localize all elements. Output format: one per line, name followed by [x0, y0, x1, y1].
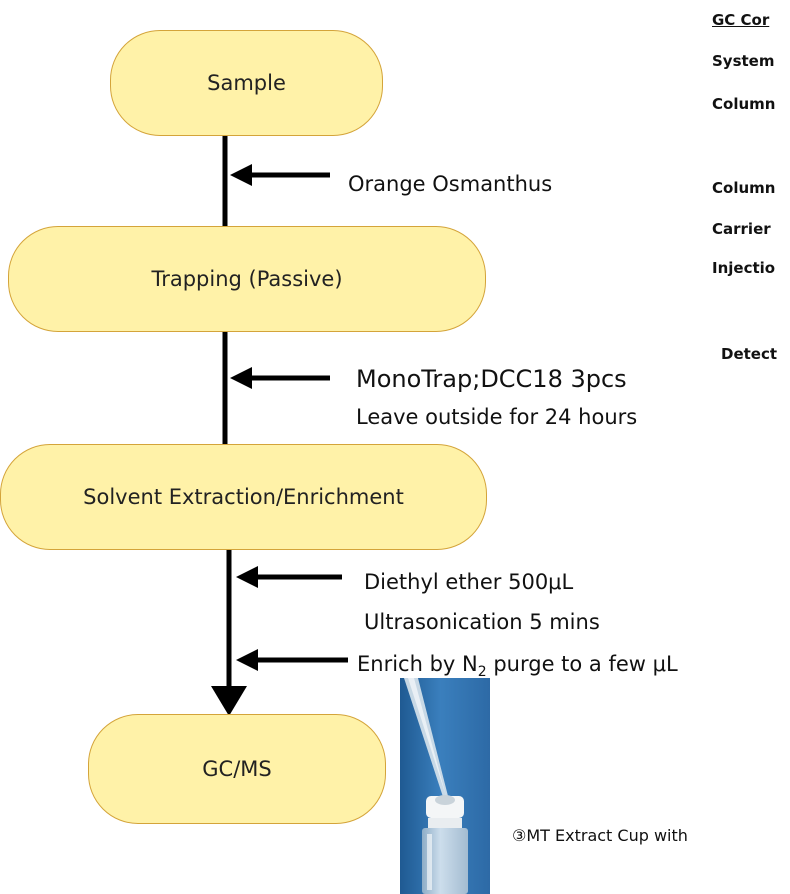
step-extraction: Solvent Extraction/Enrichment [0, 444, 487, 550]
photo-caption: ③MT Extract Cup with [512, 826, 688, 845]
note-enrich-subscript: 2 [477, 664, 487, 681]
gc-item-column-2: Column [712, 179, 776, 197]
extract-cup-illustration [404, 678, 468, 894]
step-gcms: GC/MS [88, 714, 386, 824]
gc-item-detector: Detect [721, 345, 778, 363]
step-sample: Sample [110, 30, 383, 136]
note-leave-outside: Leave outside for 24 hours [356, 405, 638, 429]
note-diethyl-ether: Diethyl ether 500μL [364, 570, 574, 594]
note-enrich-n2: Enrich by N2 purge to a few μL [357, 652, 678, 681]
note-orange-osmanthus: Orange Osmanthus [348, 172, 553, 196]
note-enrich-prefix: Enrich by N [357, 652, 478, 676]
note-monotrap: MonoTrap;DCC18 3pcs [356, 365, 627, 393]
step-trapping: Trapping (Passive) [8, 226, 486, 332]
arrow-enrich-note [236, 649, 348, 671]
gc-conditions-heading: GC Cor [712, 11, 770, 29]
gc-item-column: Column [712, 95, 776, 113]
arrow-extract-note [236, 566, 342, 588]
step-extraction-label: Solvent Extraction/Enrichment [83, 485, 404, 509]
arrow-sample-note [230, 164, 330, 186]
note-enrich-suffix: purge to a few μL [486, 652, 678, 676]
gc-item-injection: Injectio [712, 259, 776, 277]
arrow-trap-note [230, 367, 330, 389]
note-ultrasonication: Ultrasonication 5 mins [364, 610, 600, 634]
arrow-down-gcms [211, 686, 247, 716]
step-sample-label: Sample [207, 71, 286, 95]
gc-item-system: System [712, 52, 775, 70]
step-trapping-label: Trapping (Passive) [151, 267, 343, 291]
extract-cup-photo [400, 678, 490, 894]
step-gcms-label: GC/MS [202, 757, 272, 781]
gc-item-carrier: Carrier [712, 220, 771, 238]
